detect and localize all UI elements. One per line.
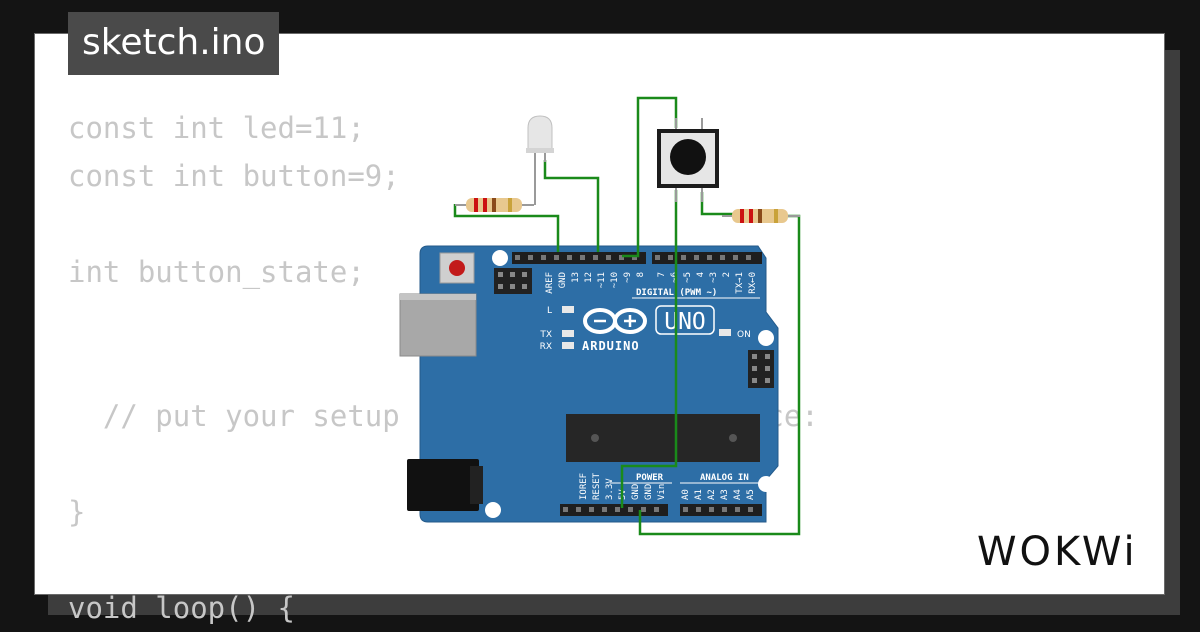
pushbutton[interactable] bbox=[657, 118, 719, 202]
wokwi-logo-text: WOKWi bbox=[977, 529, 1138, 575]
pin-label: RESET bbox=[592, 472, 602, 500]
pin-label: ~10 bbox=[610, 272, 620, 288]
wire-gnd bbox=[453, 204, 560, 252]
resistor-led[interactable] bbox=[455, 198, 534, 212]
pin-label: A5 bbox=[746, 489, 756, 500]
brand-name: ARDUINO bbox=[582, 339, 640, 353]
code-line: const int led=11; bbox=[68, 111, 365, 145]
power-jack bbox=[407, 459, 479, 511]
led-rx bbox=[562, 342, 574, 349]
file-tab[interactable]: sketch.ino bbox=[68, 12, 280, 75]
pin-label: RX←0 bbox=[748, 272, 758, 294]
usb-connector bbox=[399, 293, 477, 357]
pin-label: 7 bbox=[657, 272, 667, 277]
analog-label: ANALOG IN bbox=[700, 473, 749, 483]
pin-label: 8 bbox=[636, 272, 646, 277]
led-l bbox=[562, 306, 574, 313]
pin-label: TX→1 bbox=[735, 272, 745, 294]
model-name: UNO bbox=[664, 309, 706, 335]
pin-label: ~5 bbox=[683, 272, 693, 283]
pin-label: ~3 bbox=[709, 272, 719, 283]
led-component[interactable] bbox=[526, 115, 554, 205]
code-line: const int button=9; bbox=[68, 159, 400, 193]
mounting-hole bbox=[758, 476, 774, 492]
code-editor: const int led=11; const int button=9; in… bbox=[68, 104, 819, 632]
pin-label: GND bbox=[558, 272, 568, 288]
icsp-header bbox=[494, 268, 532, 294]
led-label-tx: TX bbox=[539, 330, 552, 340]
pin-label: IOREF bbox=[579, 473, 589, 500]
mounting-hole bbox=[492, 250, 508, 266]
pin-label: A2 bbox=[707, 489, 717, 500]
led-on bbox=[719, 329, 731, 336]
pin-label: GND bbox=[644, 484, 654, 500]
code-line: int button_state; bbox=[68, 255, 365, 289]
pin-label: AREF bbox=[545, 272, 555, 294]
led-label-on: ON bbox=[737, 330, 751, 340]
pushbutton-cap[interactable] bbox=[670, 139, 706, 175]
resistor-button[interactable] bbox=[722, 209, 800, 223]
pin-label: 4 bbox=[696, 272, 706, 277]
wire-button-pin bbox=[622, 96, 678, 258]
pin-label: A0 bbox=[681, 489, 691, 500]
wire-led bbox=[543, 160, 600, 252]
arduino-logo-icon bbox=[583, 308, 647, 334]
pin-label: 12 bbox=[584, 272, 594, 283]
pin-label: A3 bbox=[720, 489, 730, 500]
code-line: } bbox=[68, 495, 86, 529]
led-tx bbox=[562, 330, 574, 337]
pin-label: A1 bbox=[694, 489, 704, 500]
mounting-hole bbox=[485, 502, 501, 518]
pin-label: 3.3V bbox=[605, 478, 615, 500]
pin-label: ~11 bbox=[597, 272, 607, 288]
reset-button-cap bbox=[449, 260, 465, 276]
wokwi-logo: WOKWi bbox=[975, 525, 1150, 579]
uno-badge bbox=[655, 305, 715, 335]
led-label-l: L bbox=[547, 306, 552, 316]
power-label: POWER bbox=[636, 473, 664, 483]
pin-label: GND bbox=[631, 484, 641, 500]
pin-label: Vin bbox=[657, 484, 667, 500]
pin-label: 2 bbox=[722, 272, 732, 277]
pin-label: ~9 bbox=[623, 272, 633, 283]
pin-label: A4 bbox=[733, 489, 743, 500]
icsp-header-right bbox=[748, 350, 774, 388]
led-label-rx: RX bbox=[540, 342, 552, 352]
pin-label: 13 bbox=[571, 272, 581, 283]
code-line: void loop() { bbox=[68, 591, 295, 625]
reset-button[interactable] bbox=[439, 252, 475, 284]
wire-5v bbox=[620, 190, 678, 508]
arduino-uno-board[interactable]: AREF GND 13 12 ~11 ~10 ~9 8 7 ~6 ~5 4 ~3… bbox=[399, 245, 779, 523]
mounting-hole bbox=[758, 330, 774, 346]
